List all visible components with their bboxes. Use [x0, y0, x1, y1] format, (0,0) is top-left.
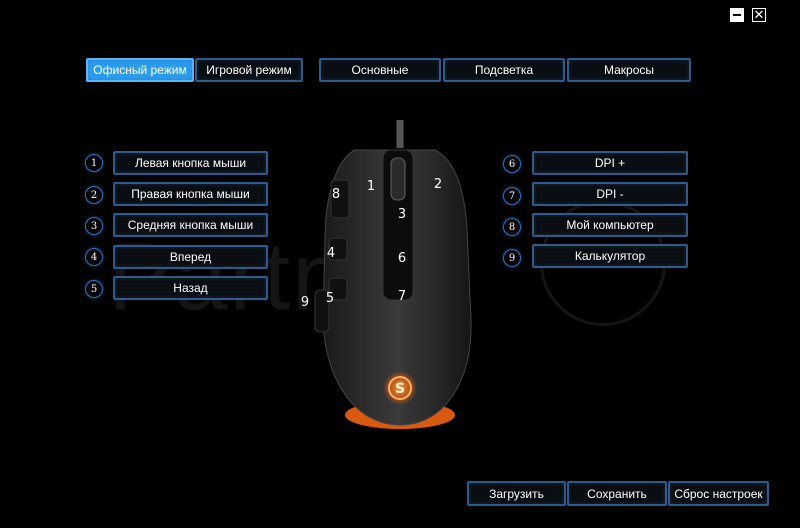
- assign-button-7[interactable]: DPI -: [532, 182, 688, 206]
- close-button[interactable]: ✕: [752, 8, 766, 22]
- assign-button-9-label: Калькулятор: [574, 249, 646, 263]
- mouse-label-6: 6: [398, 251, 406, 266]
- mouse-label-3: 3: [398, 207, 406, 222]
- assign-button-3[interactable]: Средняя кнопка мыши: [113, 213, 268, 237]
- load-button[interactable]: Загрузить: [467, 481, 566, 506]
- minimize-button[interactable]: [730, 8, 744, 22]
- reset-button-label: Сброс настроек: [674, 486, 763, 501]
- reset-button[interactable]: Сброс настроек: [668, 481, 769, 506]
- tab-game-mode-label: Игровой режим: [206, 63, 292, 77]
- assign-button-9[interactable]: Калькулятор: [532, 244, 688, 268]
- assign-button-8-label: Мой компьютер: [566, 218, 654, 232]
- button-number-2: 2: [85, 186, 103, 204]
- assign-button-5[interactable]: Назад: [113, 276, 268, 300]
- button-number-5: 5: [85, 280, 103, 298]
- assign-button-6[interactable]: DPI +: [532, 151, 688, 175]
- mouse-label-8: 8: [332, 187, 340, 202]
- assign-button-2-label: Правая кнопка мыши: [131, 187, 250, 201]
- mouse-label-1: 1: [367, 179, 375, 194]
- logo-letter: S: [395, 381, 405, 397]
- mouse-label-7: 7: [398, 289, 406, 304]
- logo-glow: [383, 371, 417, 405]
- load-button-label: Загрузить: [489, 486, 544, 501]
- tab-general[interactable]: Основные: [319, 58, 441, 82]
- button-number-8: 8: [503, 218, 521, 236]
- tab-game-mode[interactable]: Игровой режим: [195, 58, 303, 82]
- tab-general-label: Основные: [351, 63, 409, 77]
- assign-button-7-label: DPI -: [596, 187, 624, 201]
- mouse-label-4: 4: [327, 246, 335, 261]
- assign-button-1-label: Левая кнопка мыши: [134, 156, 247, 170]
- tab-macros[interactable]: Макросы: [567, 58, 691, 82]
- button-number-6: 6: [503, 155, 521, 173]
- save-button[interactable]: Сохранить: [567, 481, 667, 506]
- mouse-label-5: 5: [326, 291, 334, 306]
- button-number-4: 4: [85, 248, 103, 266]
- close-icon: ✕: [753, 7, 765, 22]
- assign-button-6-label: DPI +: [594, 156, 626, 170]
- mouse-label-2: 2: [434, 177, 442, 192]
- tab-office-mode[interactable]: Офисный режим: [86, 58, 194, 82]
- save-button-label: Сохранить: [587, 486, 647, 501]
- assign-button-5-label: Назад: [173, 281, 208, 295]
- assign-button-3-label: Средняя кнопка мыши: [127, 218, 254, 232]
- button-number-3: 3: [85, 217, 103, 235]
- mouse-label-9: 9: [301, 295, 309, 310]
- button-number-9: 9: [503, 249, 521, 267]
- button-number-7: 7: [503, 187, 521, 205]
- tab-lighting[interactable]: Подсветка: [443, 58, 565, 82]
- assign-button-2[interactable]: Правая кнопка мыши: [113, 182, 268, 206]
- mouse-image: S 1 2 3 4 5 6 7 8 9: [301, 120, 472, 429]
- button-number-1: 1: [85, 154, 103, 172]
- assign-button-8[interactable]: Мой компьютер: [532, 213, 688, 237]
- assign-button-4[interactable]: Вперед: [113, 245, 268, 269]
- tab-lighting-label: Подсветка: [474, 63, 534, 77]
- tab-office-mode-label: Офисный режим: [93, 63, 187, 77]
- assign-button-1[interactable]: Левая кнопка мыши: [113, 151, 268, 175]
- assign-button-4-label: Вперед: [169, 250, 212, 264]
- tab-macros-label: Макросы: [603, 63, 655, 77]
